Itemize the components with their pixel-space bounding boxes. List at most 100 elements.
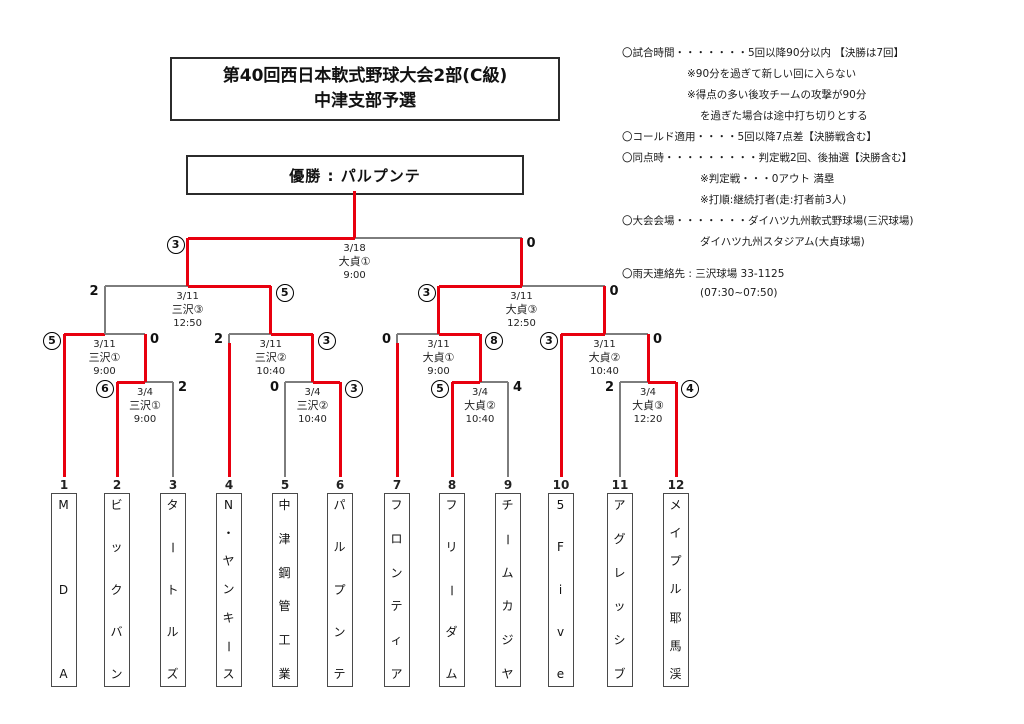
- match-time: 9:00: [427, 366, 450, 377]
- team-name-char: 津: [278, 531, 291, 546]
- bracket-line: [284, 382, 286, 477]
- rule-note-line: 〇雨天連絡先 : 三沢球場 33-1125: [622, 268, 785, 280]
- team-box: ビックバン: [103, 493, 130, 687]
- match-venue: 三沢①: [129, 399, 161, 412]
- match-time: 12:50: [173, 318, 203, 329]
- score-label: 4: [513, 380, 523, 395]
- bracket-line: [507, 382, 509, 477]
- team-number: 12: [667, 478, 685, 492]
- team-name-char: 耶: [669, 610, 682, 625]
- team-name-char: テ: [390, 599, 403, 614]
- bracket-line: [480, 381, 508, 383]
- score-label: 0: [526, 236, 536, 251]
- match-time: 10:40: [298, 414, 327, 425]
- team-box: フリーダム: [438, 493, 465, 687]
- team-box: メイプル耶馬渓: [662, 493, 689, 687]
- match-time: 10:40: [256, 366, 286, 377]
- team-number: 4: [224, 478, 234, 492]
- team-name-char: プ: [333, 582, 346, 597]
- team-name-char: ー: [221, 640, 236, 653]
- score-label: 2: [213, 332, 223, 347]
- title-line-2: 中津支部予選: [314, 91, 416, 111]
- team-name-char: 中: [278, 498, 291, 512]
- team-number: 10: [552, 478, 570, 492]
- score-badge-winner: 3: [345, 380, 363, 398]
- bracket-line-winner: [115, 382, 119, 477]
- team-number: 6: [335, 478, 345, 492]
- bracket-line: [103, 286, 106, 334]
- match-time: 9:00: [343, 270, 366, 281]
- team-name-char: ビ: [110, 498, 123, 512]
- match-time: 12:50: [507, 318, 536, 329]
- match-date: 3/11: [510, 291, 533, 302]
- team-name-char: ン: [110, 667, 123, 681]
- score-badge-winner: 3: [540, 332, 558, 350]
- bracket-line-winner: [438, 332, 480, 336]
- match-date: 3/4: [639, 387, 657, 398]
- team-name-char: ル: [333, 540, 346, 555]
- team-name-char: ブ: [613, 666, 626, 681]
- team-name-char: レ: [613, 565, 626, 580]
- team-name-char: リ: [445, 540, 458, 555]
- team-name-char: イ: [669, 526, 682, 541]
- bracket-line-winner: [117, 380, 145, 384]
- bracket-line: [104, 333, 145, 335]
- score-label: 0: [381, 332, 391, 347]
- bracket-line-winner: [227, 343, 231, 477]
- team-box: タートルズ: [159, 493, 186, 687]
- team-box: 中津鋼管工業: [271, 493, 298, 687]
- bracket-line-winner: [311, 334, 314, 382]
- team-name-char: シ: [613, 633, 626, 648]
- bracket-line-winner: [603, 286, 606, 334]
- bracket-line: [620, 381, 648, 383]
- score-badge-winner: 3: [166, 236, 185, 254]
- match-date: 3/11: [427, 339, 450, 350]
- match-date: 3/11: [259, 339, 282, 350]
- match-venue: 大貞③: [632, 399, 664, 412]
- score-label: 2: [604, 380, 614, 395]
- bracket-line-winner: [559, 334, 563, 477]
- team-name-char: チ: [501, 498, 514, 512]
- score-label: 0: [609, 284, 619, 299]
- winner-box: 優勝 : パルプンテ: [186, 155, 524, 195]
- bracket-line-winner: [312, 380, 340, 384]
- team-name-char: カ: [501, 599, 514, 614]
- bracket-line: [285, 381, 313, 383]
- bracket-line: [228, 334, 230, 343]
- team-name-char: F: [557, 540, 564, 555]
- team-name-char: ・: [222, 526, 235, 541]
- match-time: 10:40: [465, 414, 495, 425]
- title-line-1: 第40回西日本軟式野球大会2部(C級): [222, 66, 508, 86]
- team-name-char: プ: [669, 554, 682, 569]
- winner-text: 優勝 : パルプンテ: [289, 166, 421, 185]
- team-name-char: ム: [445, 667, 458, 681]
- team-name-char: フ: [445, 498, 458, 512]
- team-name-char: ト: [166, 582, 179, 597]
- score-badge-winner: 3: [417, 284, 436, 302]
- team-name-char: M: [58, 498, 69, 512]
- team-name-char: D: [58, 582, 69, 597]
- match-date: 3/4: [136, 387, 154, 398]
- team-name-char: ン: [333, 624, 346, 639]
- team-name-char: ム: [501, 565, 514, 580]
- team-box: フロンティア: [383, 493, 410, 687]
- team-name-char: ル: [166, 624, 179, 639]
- score-badge-winner: 4: [681, 380, 699, 398]
- team-name-char: N: [224, 498, 233, 512]
- match-venue: 三沢②: [254, 351, 287, 364]
- match-time: 9:00: [133, 414, 157, 425]
- bracket-line: [397, 333, 439, 335]
- rule-note-line: ※90分を過ぎて新しい回に入らない: [687, 68, 857, 80]
- team-name-char: ヤ: [501, 666, 514, 681]
- bracket-line: [104, 285, 188, 287]
- match-date: 3/11: [93, 339, 116, 350]
- score-label: 0: [653, 332, 663, 347]
- team-name-char: v: [556, 624, 565, 639]
